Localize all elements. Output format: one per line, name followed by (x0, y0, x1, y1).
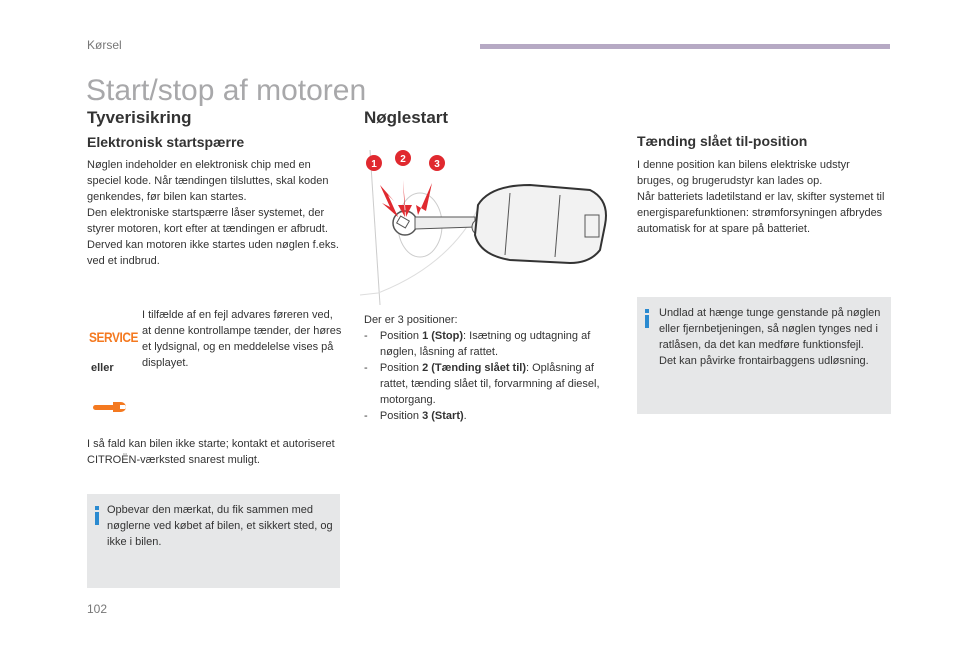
callout-3: 3 (434, 159, 440, 170)
para-chip: Nøglen indeholder en elektronisk chip me… (87, 159, 329, 203)
position-item: - Position 2 (Tænding slået til): Oplåsn… (364, 362, 600, 406)
position-desc: . (463, 410, 467, 422)
position-item: - Position 1 (Stop): Isætning og udtagni… (364, 330, 591, 358)
heading-tyverisikring: Tyverisikring (87, 108, 192, 127)
info-text-1: Undlad at hænge tunge genstande på nøgle… (659, 307, 881, 351)
para-energy-saving: Når batteriets ladetilstand er lav, skif… (637, 191, 885, 235)
position-prefix: Position (379, 330, 423, 342)
para-accessories: I denne position kan bilens elektriske u… (637, 159, 850, 187)
info-icon (95, 506, 99, 525)
or-label: eller (91, 362, 114, 374)
subheading-ignition-on: Tænding slået til-position (637, 133, 808, 149)
info-text-2: Det kan påvirke frontairbaggens udløsnin… (659, 355, 869, 367)
info-box-key-weight: Undlad at hænge tunge genstande på nøgle… (637, 297, 891, 414)
position-item: - Position 3 (Start). (364, 410, 467, 422)
para-contact-dealer: I så fald kan bilen ikke starte; kontakt… (87, 438, 335, 466)
position-desc: : Isætning og udtagning af nøglen, låsni… (380, 330, 591, 358)
subheading-startspaerre: Elektronisk startspærre (87, 134, 245, 150)
callout-2: 2 (400, 154, 406, 165)
info-text: Undlad at hænge tunge genstande på nøgle… (659, 305, 887, 369)
positions-intro: Der er 3 positioner: (364, 314, 458, 326)
service-warning-icon: SERVICE (89, 329, 139, 345)
info-icon (645, 309, 649, 328)
position-label: 1 (Stop) (422, 330, 464, 342)
info-text: Opbevar den mærkat, du fik sammen med nø… (107, 504, 333, 548)
positions-section: Der er 3 positioner: - Position 1 (Stop)… (364, 312, 619, 424)
position-prefix: Position (379, 410, 423, 422)
para-immobiliser: Den elektroniske startspærre låser syste… (87, 207, 339, 267)
wrench-icon (93, 400, 127, 419)
callout-1: 1 (371, 159, 377, 170)
position-prefix: Position (379, 362, 423, 374)
section-label: Kørsel (87, 38, 122, 52)
header-accent-bar (480, 44, 890, 49)
left-paragraphs: Nøglen indeholder en elektronisk chip me… (87, 157, 342, 269)
position-label: 2 (Tænding slået til) (422, 362, 526, 374)
info-box-sticker: Opbevar den mærkat, du fik sammen med nø… (87, 494, 340, 588)
page-number: 102 (87, 602, 108, 616)
key-ignition-illustration: 1 2 3 (359, 145, 620, 310)
right-paragraphs: I denne position kan bilens elektriske u… (637, 157, 887, 237)
position-label: 3 (Start) (422, 410, 464, 422)
warning-text: I tilfælde af en fejl advares føreren ve… (142, 309, 342, 369)
position-desc: : Oplåsning af rattet, tænding slået til… (380, 362, 600, 406)
positions-list: - Position 1 (Stop): Isætning og udtagni… (364, 328, 619, 424)
page-title: Start/stop af motoren (86, 74, 367, 107)
heading-noeglestart: Nøglestart (364, 108, 449, 127)
